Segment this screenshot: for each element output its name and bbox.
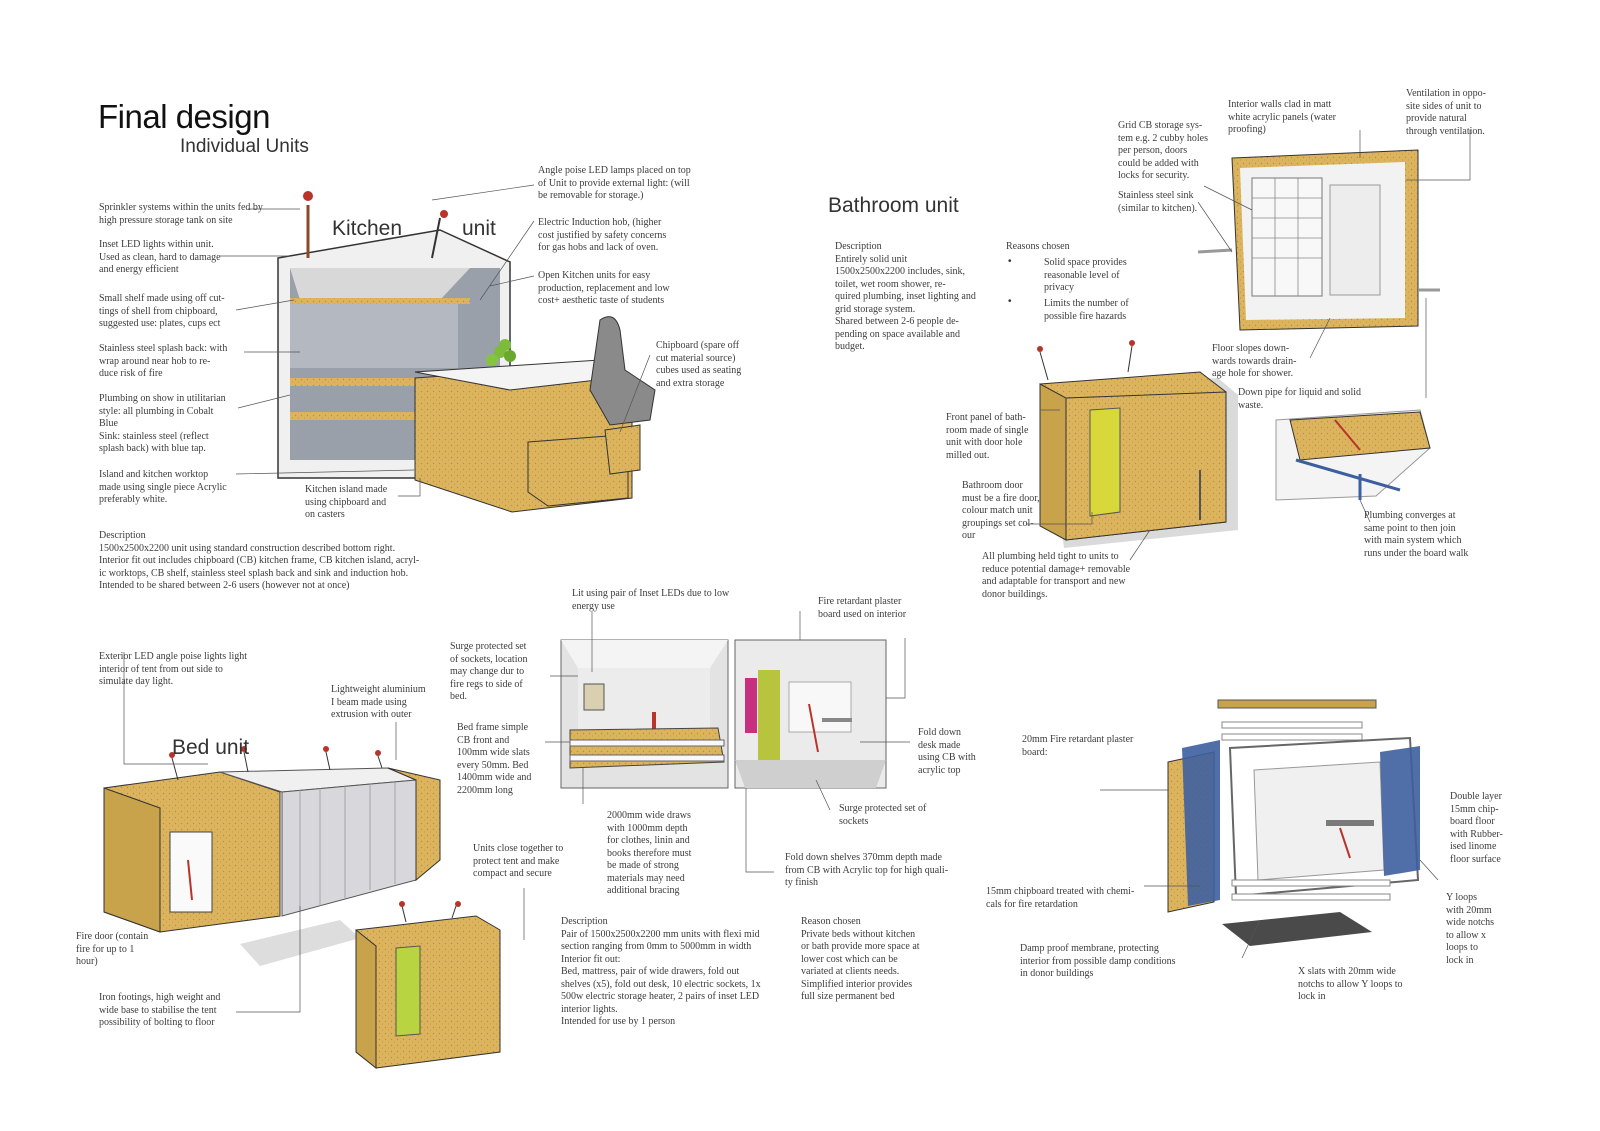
- exploded-construction-illustration: [1167, 699, 1420, 946]
- bed-reason: Reason chosen Private beds without kitch…: [801, 916, 920, 1002]
- bed-note-bed-frame: Bed frame simple CB front and 100mm wide…: [457, 722, 532, 796]
- plumbing-detail-illustration: [1275, 409, 1431, 501]
- kitchen-note-plumbing: Plumbing on show in utilitarian style: a…: [99, 393, 226, 454]
- bathroom-title: Bathroom unit: [828, 194, 959, 217]
- bathroom-section-illustration: [1197, 149, 1440, 331]
- bathroom-note-downpipe: Down pipe for liquid and solid waste.: [1238, 387, 1362, 411]
- bed-note-footings: Iron footings, high weight and wide base…: [99, 992, 221, 1028]
- bathroom-box-illustration: [1037, 340, 1238, 548]
- small-unit-illustration: [355, 901, 501, 1070]
- construction-note-floor: Double layer 15mm chip- board floor with…: [1450, 791, 1503, 865]
- bed-note-exterior-led: Exterior LED angle poise lights light in…: [99, 651, 248, 687]
- kitchen-note-inset-led: Inset LED lights within unit. Used as cl…: [99, 239, 221, 275]
- bullet-icon: •: [1008, 296, 1012, 307]
- bathroom-note-ventilation: Ventilation in oppo- site sides of unit …: [1406, 88, 1486, 137]
- construction-note-chipboard: 15mm chipboard treated with chemi- cals …: [986, 886, 1135, 910]
- bed-description: Description Pair of 1500x2500x2200 mm un…: [561, 916, 761, 1027]
- construction-note-y-loops: Y loops with 20mm wide notchs to allow x…: [1446, 892, 1495, 966]
- kitchen-note-worktop: Island and kitchen worktop made using si…: [99, 469, 227, 505]
- bathroom-note-sink: Stainless steel sink (similar to kitchen…: [1118, 190, 1198, 214]
- bed-note-ibeam: Lightweight aluminium I beam made using …: [331, 684, 426, 720]
- bullet-icon: •: [1008, 256, 1012, 267]
- kitchen-note-hob: Electric Induction hob, (higher cost jus…: [538, 217, 667, 253]
- construction-note-x-slats: X slats with 20mm wide notchs to allow Y…: [1298, 966, 1403, 1002]
- kitchen-note-lamps: Angle poise LED lamps placed on top of U…: [538, 165, 691, 201]
- bathroom-note-grid: Grid CB storage sys- tem e.g. 2 cubby ho…: [1118, 120, 1208, 181]
- kitchen-title-b: unit: [462, 217, 496, 240]
- bed-note-sockets-bed: Surge protected set of sockets, location…: [450, 641, 528, 702]
- bed-title: Bed unit: [172, 736, 250, 759]
- bathroom-reason-fire: Limits the number of possible fire hazar…: [1044, 298, 1129, 322]
- bed-note-sockets: Surge protected set of sockets: [839, 803, 927, 827]
- kitchen-note-cubes: Chipboard (spare off cut material source…: [656, 340, 742, 389]
- bed-note-leds: Lit using pair of Inset LEDs due to low …: [572, 588, 730, 612]
- bed-note-shelves: Fold down shelves 370mm depth made from …: [785, 852, 949, 888]
- bathroom-note-floor: Floor slopes down- wards towards drain- …: [1212, 343, 1297, 379]
- bathroom-description: Description Entirely solid unit 1500x250…: [835, 241, 976, 352]
- bed-interior-illustration: [560, 639, 887, 789]
- kitchen-note-sprinkler: Sprinkler systems within the units fed b…: [99, 202, 263, 226]
- kitchen-illustration: [277, 191, 656, 513]
- bathroom-note-walls: Interior walls clad in matt white acryli…: [1228, 99, 1337, 135]
- bathroom-note-plumbing-converges: Plumbing converges at same point to then…: [1364, 510, 1469, 559]
- bathroom-note-door: Bathroom door must be a fire door, colou…: [962, 480, 1040, 541]
- kitchen-note-shelf: Small shelf made using off cut- tings of…: [99, 293, 225, 329]
- bed-note-plaster: Fire retardant plaster board used on int…: [818, 596, 907, 620]
- kitchen-note-island: Kitchen island made using chipboard and …: [305, 484, 388, 520]
- kitchen-note-splash: Stainless steel splash back: with wrap a…: [99, 343, 228, 379]
- page-subtitle: Individual Units: [180, 136, 309, 157]
- kitchen-description: Description 1500x2500x2200 unit using st…: [99, 530, 420, 591]
- kitchen-note-open-units: Open Kitchen units for easy production, …: [538, 270, 670, 306]
- bathroom-note-plumbing-tight: All plumbing held tight to units to redu…: [982, 551, 1131, 600]
- bed-note-close-units: Units close together to protect tent and…: [473, 843, 564, 879]
- bed-unit-illustration: [103, 746, 441, 966]
- bathroom-reasons-title: Reasons chosen: [1006, 241, 1070, 252]
- kitchen-title-a: Kitchen: [332, 217, 403, 240]
- bed-note-desk: Fold down desk made using CB with acryli…: [918, 727, 976, 776]
- bathroom-note-front-panel: Front panel of bath- room made of single…: [946, 412, 1029, 461]
- bed-note-drawers: 2000mm wide draws with 1000mm depth for …: [607, 810, 692, 896]
- construction-note-plaster: 20mm Fire retardant plaster board:: [1022, 734, 1134, 758]
- page-title: Final design: [98, 98, 270, 135]
- bed-note-fire-door: Fire door (contain fire for up to 1 hour…: [76, 931, 149, 967]
- bathroom-reason-privacy: Solid space provides reasonable level of…: [1044, 257, 1127, 293]
- construction-note-membrane: Damp proof membrane, protecting interior…: [1020, 943, 1176, 979]
